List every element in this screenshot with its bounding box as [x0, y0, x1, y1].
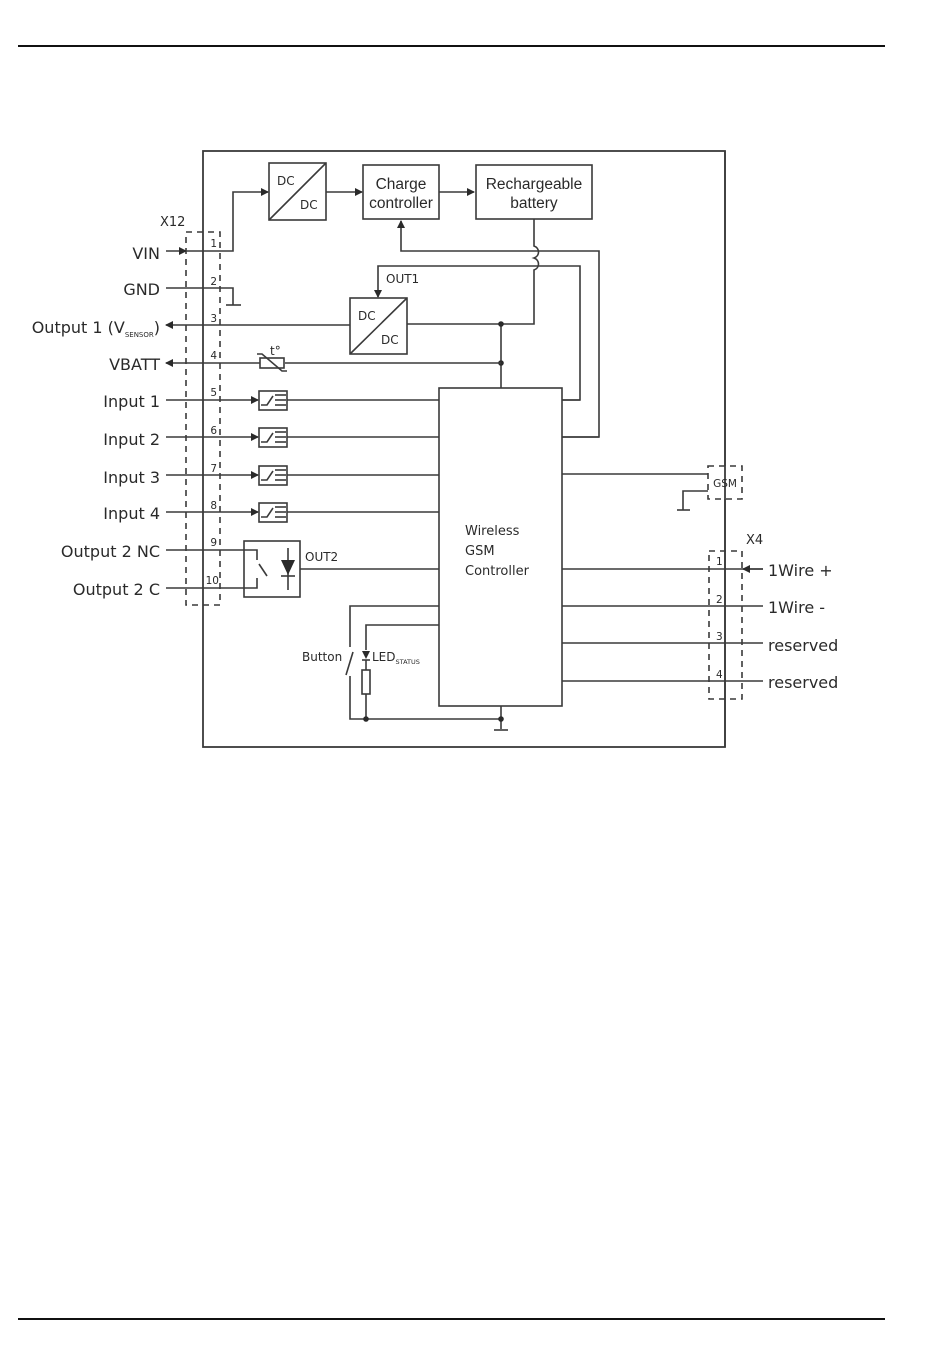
input-channel	[166, 427, 439, 448]
pin-label-1wire-plus: 1Wire +	[768, 561, 833, 580]
wire-vin	[166, 188, 269, 255]
diode-icon	[281, 548, 295, 590]
pin-number: 8	[210, 500, 217, 512]
rechargeable-battery-block: Rechargeable battery	[475, 164, 593, 220]
button-label: Button	[302, 650, 342, 664]
dcdc-out1-top-label: DC	[358, 309, 376, 323]
battery-label-1: Rechargeable	[486, 176, 583, 193]
pin-label-1wire-minus: 1Wire -	[768, 598, 825, 617]
out1-label: OUT1	[386, 272, 419, 286]
pin-label-reserved-3: reserved	[768, 636, 838, 655]
pin-label-output1: Output 1 (VSENSOR)	[32, 318, 160, 339]
button-switch-icon	[345, 651, 354, 676]
connector-x12-label: X12	[160, 215, 185, 230]
dcdc-bottom-label: DC	[300, 198, 318, 212]
dcdc-converter-output1: DC DC	[349, 297, 408, 355]
pin-number: 4	[210, 350, 217, 362]
pin-label-input2: Input 2	[103, 430, 160, 449]
out2-label: OUT2	[305, 550, 338, 564]
pin-label-output2-c: Output 2 C	[73, 580, 160, 599]
pin-label-reserved-4: reserved	[768, 673, 838, 692]
pin-number: 1	[716, 556, 723, 568]
charge-controller-block: Charge controller	[362, 164, 440, 220]
gsm-label: GSM	[713, 478, 737, 490]
connector-x12: X12	[160, 215, 221, 606]
thermistor-icon: t°	[257, 344, 287, 372]
pin-label-input1: Input 1	[103, 392, 160, 411]
wireless-gsm-controller-block: Wireless GSM Controller	[438, 387, 563, 707]
led-label: LEDSTATUS	[372, 650, 420, 666]
pin-label-input4: Input 4	[103, 504, 160, 523]
pin-number: 2	[210, 276, 217, 288]
pin-number: 6	[210, 425, 217, 437]
pin-number: 3	[210, 313, 217, 325]
connector-x4-label: X4	[746, 533, 763, 548]
wire-battery	[501, 219, 540, 325]
wire-out1-control	[374, 265, 581, 401]
pin-number: 10	[206, 575, 219, 587]
footer-rule	[18, 1318, 885, 1320]
status-button-led: Button LEDSTATUS	[302, 605, 508, 731]
charge-controller-label-1: Charge	[376, 176, 427, 193]
x4-pin-numbers: 1 2 3 4	[716, 556, 723, 681]
input-channel	[166, 502, 439, 523]
pin-number: 5	[210, 387, 217, 399]
pin-number: 2	[716, 594, 723, 606]
x12-pin-labels: VIN GND Output 1 (VSENSOR) VBATT Input 1…	[32, 244, 161, 599]
pin-number: 7	[210, 463, 217, 475]
relay-out2: OUT2	[166, 540, 439, 598]
pin-label-vin: VIN	[132, 244, 160, 263]
pin-number: 9	[210, 537, 217, 549]
pin-label-output2-nc: Output 2 NC	[61, 542, 160, 561]
controller-label-2: GSM	[465, 544, 495, 559]
wire-gnd	[166, 287, 241, 306]
thermistor-label: t°	[270, 344, 281, 358]
input-channel	[166, 465, 439, 486]
input-channels	[166, 390, 439, 523]
input-channel	[166, 390, 439, 411]
controller-label-1: Wireless	[465, 524, 520, 539]
resistor-icon	[361, 669, 371, 695]
charge-controller-label-2: controller	[369, 195, 433, 212]
dcdc-top-label: DC	[277, 174, 295, 188]
controller-label-3: Controller	[465, 564, 530, 579]
pin-number: 1	[210, 238, 217, 250]
gsm-module: GSM	[562, 151, 743, 747]
battery-label-2: battery	[510, 195, 558, 212]
dcdc-converter-input: DC DC	[268, 162, 327, 221]
x4-wires	[562, 565, 763, 682]
dcdc-out1-bottom-label: DC	[381, 333, 399, 347]
pin-number: 4	[716, 669, 723, 681]
led-icon	[362, 651, 370, 661]
relay-contact-icon	[258, 563, 268, 577]
header-rule	[18, 45, 885, 47]
pin-number: 3	[716, 631, 723, 643]
x4-pin-labels: 1Wire + 1Wire - reserved reserved	[768, 561, 838, 692]
pin-label-input3: Input 3	[103, 468, 160, 487]
pin-label-vbatt: VBATT	[109, 355, 160, 374]
pin-label-gnd: GND	[123, 280, 160, 299]
x12-pin-numbers: 1 2 3 4 5 6 7 8 9 10	[206, 238, 219, 587]
